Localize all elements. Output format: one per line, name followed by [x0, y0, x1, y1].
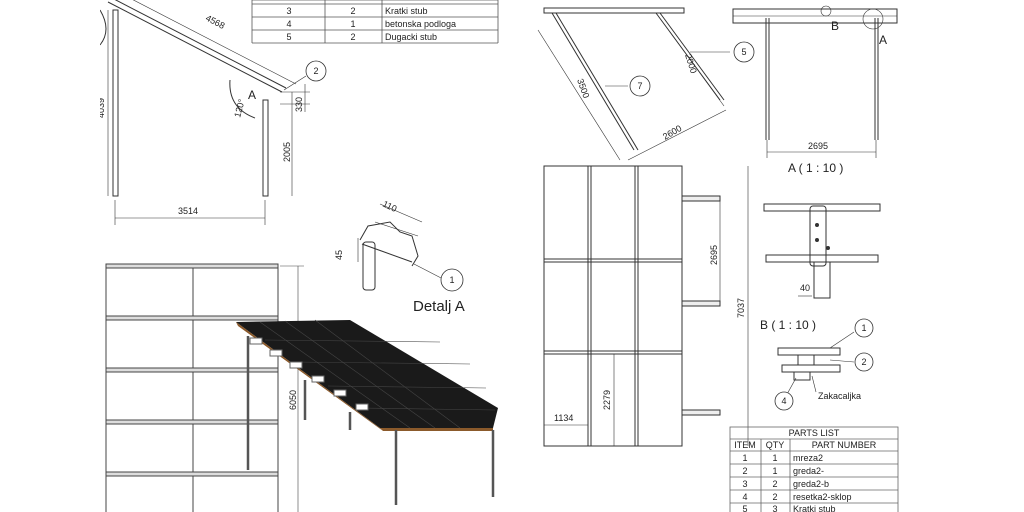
angled-view: [537, 7, 730, 161]
dim-detail-height: 45: [334, 250, 344, 260]
dim-span: 3514: [178, 206, 198, 216]
table-cell: 2: [350, 32, 355, 42]
table-cell: 3: [286, 6, 291, 16]
balloon: 5: [733, 41, 755, 63]
dim-total-length: 7037: [736, 298, 746, 318]
section-a-detail: [763, 203, 881, 299]
dim-short-length: 2000: [683, 53, 699, 75]
balloon: 1: [440, 268, 464, 292]
table-cell: resetka2-sklop: [793, 492, 852, 502]
table-cell: 2: [772, 479, 777, 489]
table-cell: 3: [772, 504, 777, 512]
table-cell: 5: [742, 504, 747, 512]
view-label-a: A: [879, 33, 887, 47]
table-cell: mreza2: [793, 453, 823, 463]
table-cell: 2: [742, 466, 747, 476]
view-label-b: B: [831, 19, 839, 33]
parts-list-row: 5 3 Kratki stub: [742, 504, 835, 512]
dim-gap: 330: [294, 97, 304, 112]
balloon-number: 4: [781, 396, 786, 406]
dim-post-height: 4039: [100, 98, 106, 118]
dim-detail-width: 110: [381, 199, 398, 214]
section-b-detail: [777, 331, 855, 397]
balloon: 2: [854, 352, 874, 372]
table-cell: 4: [286, 19, 291, 29]
tall-post: [112, 9, 119, 197]
dim-short-post: 2005: [282, 142, 292, 162]
parts-list-grid: [729, 426, 899, 512]
balloon-number: 1: [861, 323, 866, 333]
table-cell: greda2-b: [793, 479, 829, 489]
dim-rafter-length: 4568: [204, 13, 226, 31]
dim-bottom-col: 1134: [554, 413, 573, 423]
left-table-row: 4 1 betonska podloga: [286, 19, 456, 29]
balloon-number: 2: [861, 357, 866, 367]
table-cell: 4: [742, 492, 747, 502]
detail-title: Detalj A: [413, 298, 465, 315]
rafter-line: [114, 0, 287, 89]
right-drawing-sheet: 3500 2600 2000 7 5: [530, 0, 910, 512]
table-cell: 2: [350, 6, 355, 16]
side-elevation: [100, 0, 310, 225]
left-drawing-sheet: 3 2 Kratki stub 4 1 betonska podloga 5 2…: [100, 0, 500, 512]
rafter-line: [107, 1, 283, 93]
detail-a: [357, 203, 446, 291]
front-view: [732, 5, 898, 158]
table-cell: 2: [772, 492, 777, 502]
short-post: [262, 99, 269, 197]
parts-list-row: 3 2 greda2-b: [742, 479, 829, 489]
table-cell: Dugacki stub: [385, 32, 437, 42]
dim-beam-length: 2600: [661, 123, 683, 142]
balloon: 2: [305, 60, 327, 82]
plan-view: [105, 263, 304, 512]
parts-list-row: 1 1 mreza2: [742, 453, 823, 463]
section-b-title: B ( 1 : 10 ): [760, 318, 816, 332]
arc-mark: [100, 9, 107, 46]
dim-detail-a: 40: [800, 283, 810, 293]
roof-edge: [236, 322, 383, 431]
parts-list-row: 4 2 resetka2-sklop: [742, 492, 851, 502]
parts-list-header: ITEM: [734, 440, 756, 450]
table-cell: 5: [286, 32, 291, 42]
perspective-view: [236, 319, 498, 505]
zakacaljka-label: Zakacaljka: [818, 391, 861, 401]
left-sheet-svg: 3 2 Kratki stub 4 1 betonska podloga 5 2…: [100, 0, 499, 512]
balloon: 1: [854, 318, 874, 338]
table-cell: 1: [742, 453, 747, 463]
right-sheet-svg: 3500 2600 2000 7 5: [537, 5, 899, 512]
table-cell: 1: [772, 466, 777, 476]
view-label-a: A: [248, 88, 256, 102]
balloon: 4: [774, 391, 794, 411]
dim-front-width: 2695: [808, 141, 828, 151]
table-cell: greda2-: [793, 466, 824, 476]
dim-angle: 120°: [232, 98, 247, 119]
dim-bottom-row: 2279: [602, 390, 612, 410]
dim-grid-row: 2695: [709, 245, 719, 265]
table-cell: 1: [350, 19, 355, 29]
solar-roof: [236, 320, 498, 428]
table-cell: 1: [772, 453, 777, 463]
balloon-number: 2: [313, 66, 318, 76]
section-a-title: A ( 1 : 10 ): [788, 161, 843, 175]
table-cell: 3: [742, 479, 747, 489]
parts-list-header: QTY: [766, 440, 785, 450]
angle-arc: [229, 79, 256, 119]
left-table-row: 3 2 Kratki stub: [286, 6, 427, 16]
table-cell: betonska podloga: [385, 19, 456, 29]
parts-list-row: 2 1 greda2-: [742, 466, 824, 476]
table-cell: Kratki stub: [385, 6, 428, 16]
left-table-row: 5 2 Dugacki stub: [286, 32, 437, 42]
parts-list-title: PARTS LIST: [789, 428, 840, 438]
balloon-number: 7: [637, 81, 642, 91]
balloon-number: 5: [741, 47, 746, 57]
dim-post-length: 3500: [575, 77, 591, 99]
left-parts-table: [251, 0, 499, 44]
table-cell: Kratki stub: [793, 504, 836, 512]
plan-grid: [543, 165, 749, 447]
balloon-number: 1: [449, 275, 454, 285]
dim-length: 6050: [288, 390, 298, 410]
balloon: 7: [629, 75, 651, 97]
parts-list-header: PART NUMBER: [812, 440, 877, 450]
